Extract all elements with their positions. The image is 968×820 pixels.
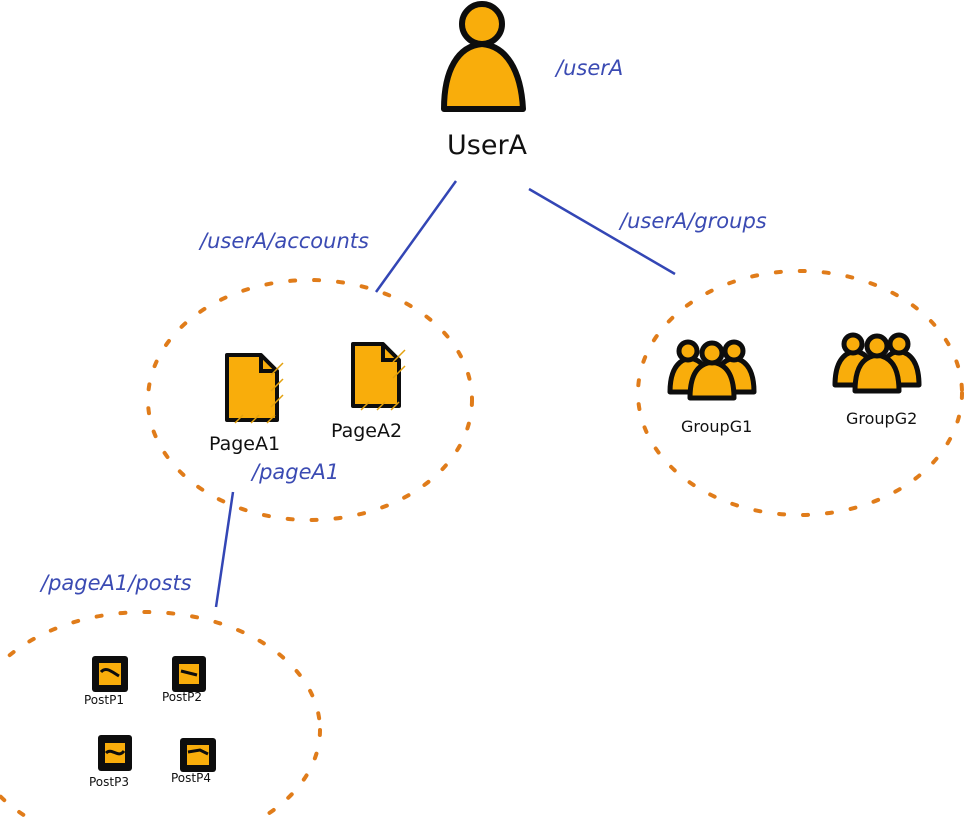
root-path-label: /userA [556,56,624,80]
user-icon[interactable] [441,1,526,112]
page-icon[interactable] [351,342,406,411]
image-post-icon[interactable] [172,656,206,692]
edge-pageposts[interactable] [214,491,235,608]
node-label-pagea2: PageA2 [331,420,403,442]
edge-label-posts: /pageA1/posts [41,571,192,595]
node-label-postp1: PostP1 [84,693,124,707]
page-icon[interactable] [225,353,284,424]
accounts-cluster[interactable] [146,278,474,522]
groups-cluster[interactable] [636,269,964,517]
image-post-icon[interactable] [180,738,216,772]
node-label-groupg1: GroupG1 [681,417,753,436]
group-icon[interactable] [832,332,922,394]
node-label-postp3: PostP3 [89,775,129,789]
edge-usergroups[interactable] [528,187,676,276]
node-label-postp2: PostP2 [162,690,202,704]
edge-label-groups: /userA/groups [620,209,767,233]
node-label-groupg2: GroupG2 [846,409,918,428]
image-post-icon[interactable] [92,656,128,692]
edge-label-accounts: /userA/accounts [200,229,369,253]
node-label-postp4: PostP4 [171,771,211,785]
group-icon[interactable] [667,339,757,401]
posts-cluster[interactable] [0,610,322,820]
node-label-usera: UserA [447,130,528,161]
edge-useraccounts[interactable] [374,180,458,293]
pagea1-path-label: /pageA1 [252,460,340,484]
image-post-icon[interactable] [98,735,132,771]
node-label-pagea1: PageA1 [209,433,281,455]
